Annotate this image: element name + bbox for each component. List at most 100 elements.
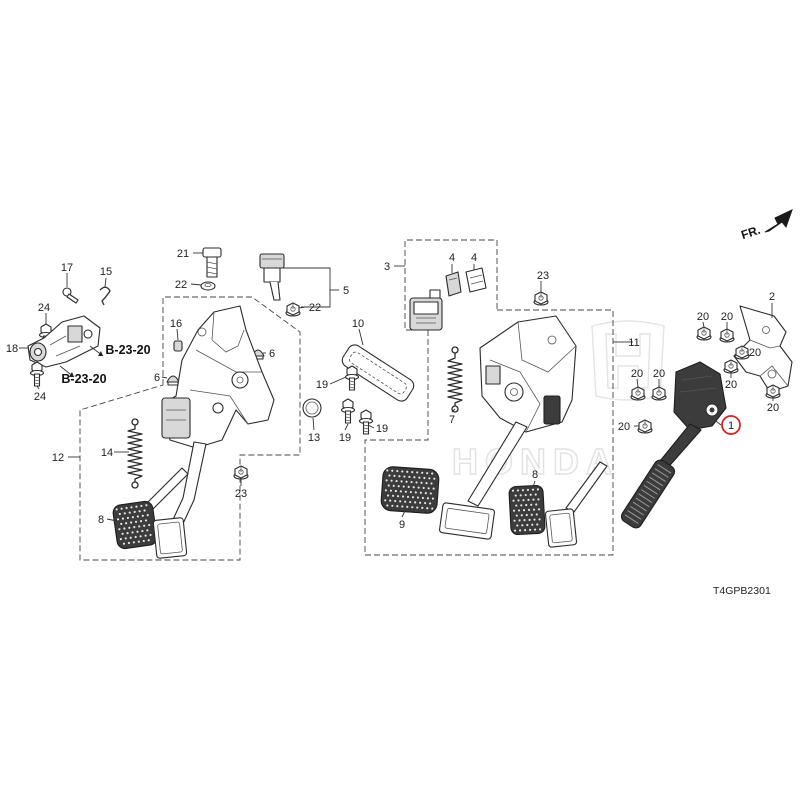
- callout-label[interactable]: 4: [449, 252, 455, 264]
- callout-label[interactable]: 20: [653, 368, 665, 380]
- pad-texture-dot: [134, 520, 138, 523]
- callout-label[interactable]: 19: [376, 423, 388, 435]
- pad-texture-dot: [118, 528, 121, 531]
- callout-label[interactable]: 6: [269, 348, 275, 360]
- pad-texture-dot: [535, 513, 538, 516]
- part-6-rubber-stopper: [166, 375, 180, 386]
- callout-label[interactable]: 23: [235, 488, 247, 500]
- callout-label[interactable]: 16: [170, 318, 182, 330]
- callout-label[interactable]: 1: [728, 420, 734, 432]
- callout-label[interactable]: 13: [308, 432, 320, 444]
- pad-texture-dot: [516, 524, 519, 527]
- callout-label[interactable]: 18: [6, 343, 18, 355]
- callout-label[interactable]: 7: [449, 414, 455, 426]
- pad-texture-dot: [140, 504, 143, 508]
- pad-texture-dot: [416, 506, 419, 509]
- pad-texture-dot: [396, 495, 400, 498]
- callout-label[interactable]: 14: [101, 447, 113, 459]
- pad-texture-dot: [402, 485, 405, 488]
- callout-label[interactable]: 22: [309, 302, 321, 314]
- pad-texture-dot: [136, 530, 139, 533]
- honda-watermark-logo: HONDA: [451, 320, 665, 483]
- diagram-code: T4GPB2301: [713, 585, 771, 597]
- callout-label[interactable]: 20: [631, 368, 643, 380]
- pad-texture-dot: [426, 497, 430, 500]
- callout-label[interactable]: 3: [384, 261, 390, 273]
- callout-label[interactable]: 20: [749, 347, 761, 359]
- reference-label: B-23-20: [61, 372, 106, 386]
- pad-texture-dot: [120, 522, 123, 526]
- pad-texture-dot: [431, 507, 434, 510]
- callout-label[interactable]: 6: [154, 372, 160, 384]
- callout-label[interactable]: 2: [769, 291, 775, 303]
- pad-texture-dot: [528, 528, 532, 531]
- pad-texture-dot: [515, 514, 518, 517]
- callout-label[interactable]: 23: [537, 270, 549, 282]
- callout-label[interactable]: 10: [352, 318, 364, 330]
- pad-texture-dot: [406, 495, 410, 498]
- pad-texture-dot: [144, 534, 147, 537]
- pad-texture-dot: [409, 500, 412, 504]
- pad-texture-dot: [514, 494, 517, 497]
- part-22-nut: [285, 302, 301, 317]
- pad-texture-dot: [423, 476, 426, 480]
- pad-texture-dot: [523, 519, 526, 522]
- part-1-accelerator-pedal-module: [673, 361, 727, 431]
- pad-texture-dot: [421, 496, 425, 500]
- pad-texture-dot: [429, 492, 432, 495]
- callout-label[interactable]: 22: [175, 279, 187, 291]
- pad-texture-dot: [513, 519, 516, 522]
- pad-texture-dot: [408, 475, 411, 479]
- callout-label[interactable]: 21: [177, 248, 189, 260]
- pad-rib: [654, 468, 669, 478]
- pad-texture-dot: [406, 470, 409, 473]
- callout-label[interactable]: 15: [100, 266, 112, 278]
- pad-texture-dot: [127, 541, 131, 545]
- pad-texture-dot: [412, 486, 415, 489]
- callout-label[interactable]: 24: [34, 391, 46, 403]
- callout-label[interactable]: 19: [316, 379, 328, 391]
- callout-label[interactable]: 12: [52, 452, 64, 464]
- pad-texture-dot: [515, 504, 518, 507]
- pad-texture-dot: [536, 488, 540, 491]
- pad-texture-dot: [131, 516, 134, 519]
- callout-label[interactable]: 9: [399, 519, 405, 531]
- pad-texture-dot: [521, 524, 524, 527]
- pad-texture-dot: [511, 489, 515, 492]
- pad-texture-dot: [533, 528, 537, 531]
- pad-texture-dot: [416, 496, 420, 499]
- pad-texture-dot: [386, 494, 390, 497]
- pad-texture-dot: [403, 475, 406, 478]
- pad-texture-dot: [512, 499, 515, 502]
- brake-pedal-assembly-boundary: [364, 309, 614, 556]
- brake-pedal-bracket: [479, 315, 577, 433]
- callout-label[interactable]: 19: [339, 432, 351, 444]
- pad-texture-dot: [425, 482, 428, 485]
- pad-texture-dot: [526, 488, 530, 492]
- pad-texture-dot: [513, 529, 517, 532]
- callout-label[interactable]: 11: [628, 337, 639, 349]
- callout-label[interactable]: 20: [721, 311, 733, 323]
- pad-texture-dot: [390, 479, 393, 482]
- callout-label[interactable]: 20: [618, 421, 630, 433]
- callout-label[interactable]: 8: [532, 469, 538, 481]
- pad-texture-dot: [512, 509, 516, 512]
- callout-label[interactable]: 20: [697, 311, 709, 323]
- callout-label[interactable]: 5: [343, 285, 349, 297]
- callout-label[interactable]: 20: [725, 379, 737, 391]
- callout-label[interactable]: 4: [471, 252, 477, 264]
- callout-label[interactable]: 24: [38, 302, 50, 314]
- callout-label[interactable]: 8: [98, 514, 104, 526]
- pad-texture-dot: [426, 472, 429, 475]
- pad-texture-dot: [433, 477, 436, 480]
- brake-switch-connector: [409, 289, 443, 331]
- pad-texture-dot: [426, 507, 429, 510]
- callout-labels: 1 2 20 20 20 20 20 20 20 20 3 4 4 5 22 2…: [6, 248, 779, 531]
- pad-texture-dot: [532, 508, 536, 511]
- callout-label[interactable]: 20: [767, 402, 779, 414]
- pad-texture-dot: [432, 487, 435, 490]
- part-21-bolt: [202, 247, 222, 278]
- callout-label[interactable]: 17: [61, 262, 73, 274]
- pad-texture-dot: [525, 503, 528, 507]
- pad-texture-dot: [391, 469, 394, 472]
